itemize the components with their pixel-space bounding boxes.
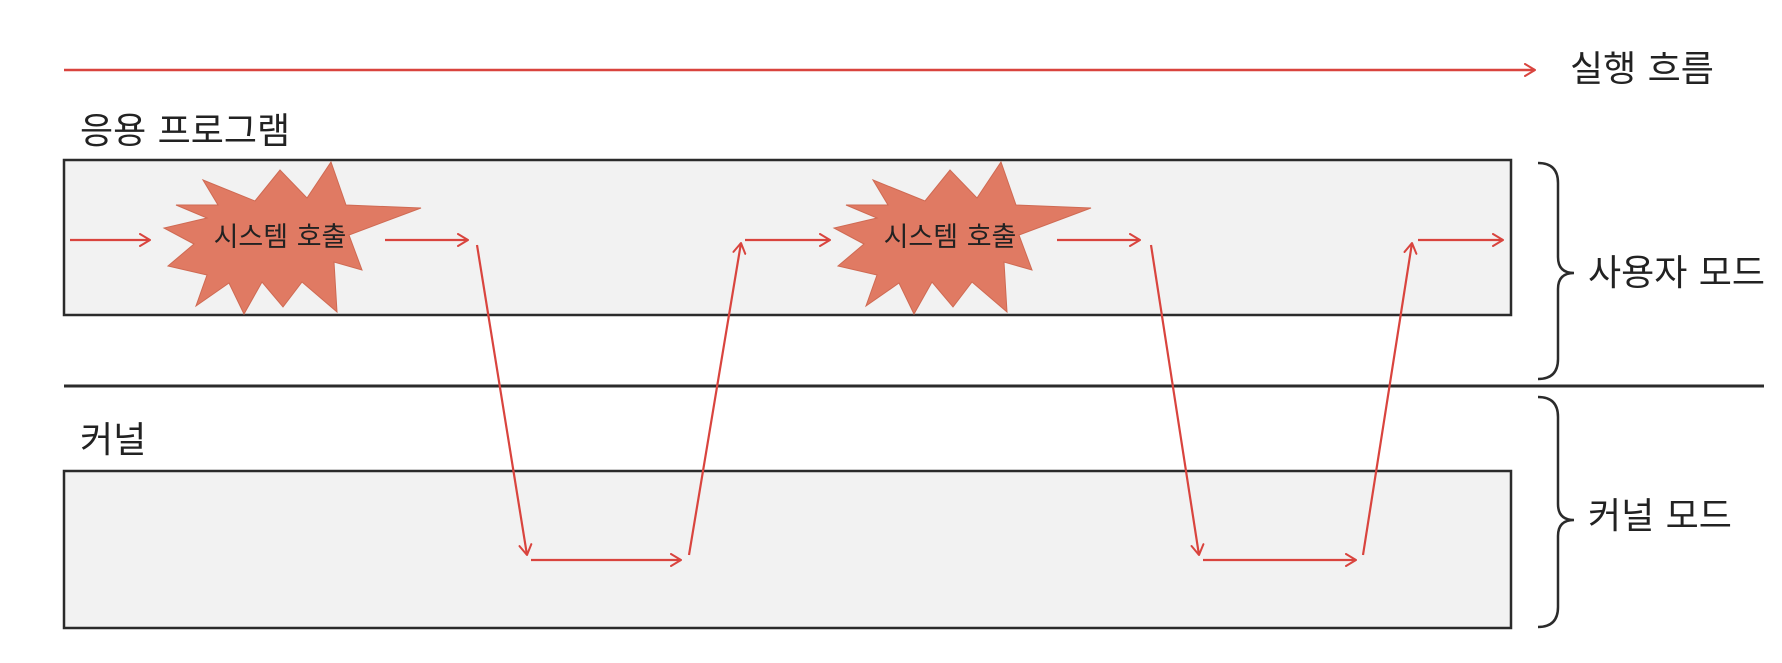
burst-shape <box>162 160 422 316</box>
flow-arrow-up-1 <box>687 242 747 556</box>
flow-arrow-up-2 <box>1361 242 1418 556</box>
system-call-label: 시스템 호출 <box>884 222 1017 253</box>
kernel-mode-label: 커널 모드 <box>1588 496 1732 537</box>
user-mode-label: 사용자 모드 <box>1588 253 1766 294</box>
system-call-label: 시스템 호출 <box>214 222 347 253</box>
kernel-mode-brace <box>1537 395 1575 629</box>
system-call-burst-2: 시스템 호출 <box>832 160 1092 316</box>
kernel-label: 커널 <box>80 420 147 461</box>
burst-shape <box>832 160 1092 316</box>
kernel-mode-band <box>62 469 1513 630</box>
application-label: 응용 프로그램 <box>80 111 291 152</box>
user-mode-brace <box>1537 161 1575 381</box>
execution-flow-label: 실행 흐름 <box>1570 49 1714 90</box>
flow-arrow-down-2 <box>1149 244 1205 556</box>
flow-arrow-down-1 <box>475 244 533 556</box>
system-call-burst-1: 시스템 호출 <box>162 160 422 316</box>
